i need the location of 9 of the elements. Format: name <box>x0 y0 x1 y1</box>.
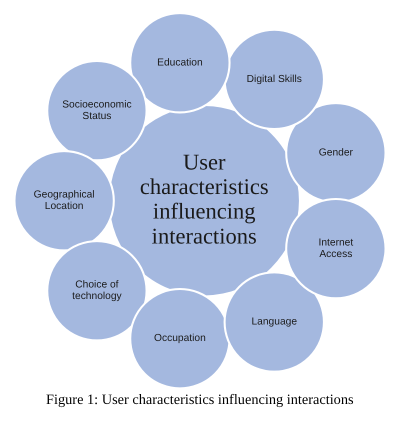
node-circle: Internet Access <box>285 197 387 299</box>
caption: Figure 1: User characteristics influencing interactions <box>46 391 354 408</box>
node-circle: Socioeconomic Status <box>46 59 148 161</box>
node-circle: Occupation <box>129 288 231 389</box>
node-circle: Choice of technology <box>46 240 148 341</box>
node-circle: Gender <box>285 102 387 203</box>
node-circle: Geographical Location <box>13 150 115 251</box>
node-circle: Language <box>224 270 325 372</box>
node-circle: Digital Skills <box>224 28 325 130</box>
